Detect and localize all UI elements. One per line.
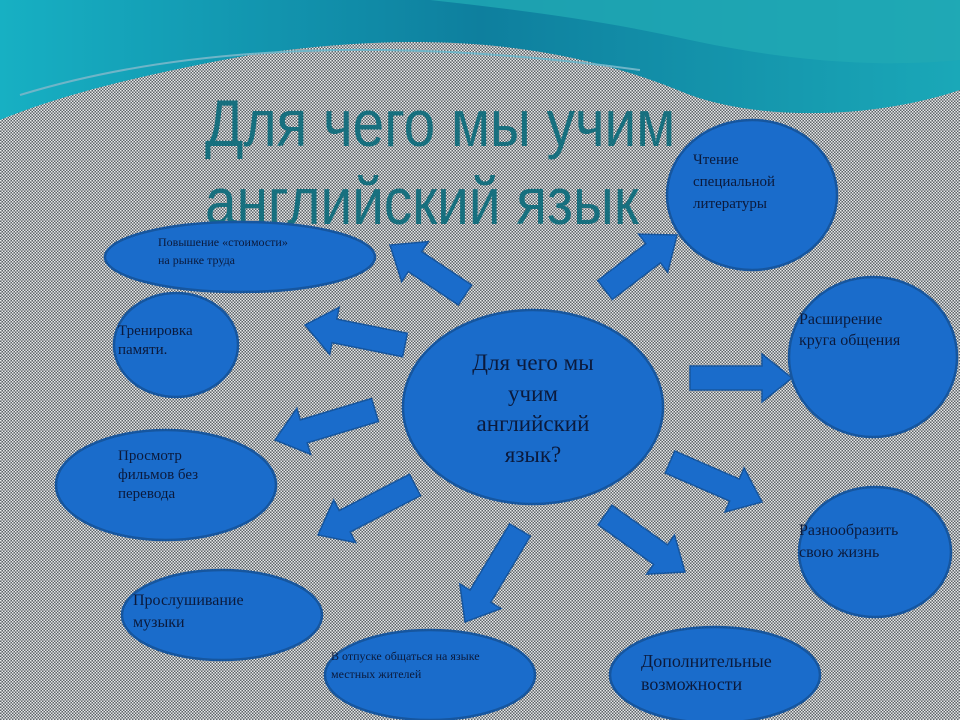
arrow-to-communication bbox=[689, 352, 794, 404]
label-line: Дополнительные bbox=[641, 651, 772, 671]
label-line: музыки bbox=[133, 614, 185, 632]
arrow-to-vacation bbox=[458, 522, 532, 624]
center-line: Для чего мы bbox=[472, 350, 594, 375]
node-music-label: Прослушивание музыки bbox=[133, 590, 244, 635]
center-label: Для чего мы учим английский язык? bbox=[448, 348, 618, 470]
label-line: возможности bbox=[641, 674, 743, 695]
arrow-to-reading bbox=[596, 233, 678, 301]
arrow-to-memory bbox=[303, 305, 409, 358]
node-music bbox=[120, 568, 324, 662]
label-line: специальной bbox=[693, 173, 776, 190]
node-memory-label: Тренировка памяти. bbox=[118, 322, 193, 360]
node-memory bbox=[112, 291, 240, 399]
label-line: Прослушивание bbox=[133, 592, 244, 609]
label-line: памяти. bbox=[118, 341, 168, 358]
node-opportunities bbox=[608, 625, 822, 720]
node-vacation-label: В отпуске общаться на языке местных жите… bbox=[331, 647, 480, 683]
label-line: Просмотр bbox=[118, 448, 182, 464]
node-diversify bbox=[797, 485, 953, 619]
node-reading-label: Чтение специальной литературы bbox=[693, 150, 775, 215]
node-vacation bbox=[323, 628, 537, 720]
center-line: учим bbox=[508, 380, 558, 406]
label-line: Чтение bbox=[693, 152, 739, 168]
center-line: язык? bbox=[504, 441, 562, 467]
label-line: фильмов без bbox=[118, 466, 199, 483]
node-communication-label: Расширение круга общения bbox=[799, 310, 900, 352]
node-reading bbox=[665, 118, 839, 272]
label-line: свою жизнь bbox=[799, 544, 880, 562]
node-diversify-label: Разнообразить свою жизнь bbox=[799, 520, 898, 565]
label-line: литературы bbox=[693, 195, 767, 212]
label-line: Повышение «стоимости» bbox=[158, 235, 288, 249]
arrow-to-opportunities bbox=[596, 504, 686, 575]
arrow-to-diversify bbox=[664, 450, 764, 514]
arrow-to-films bbox=[273, 397, 380, 456]
node-communication bbox=[787, 275, 959, 439]
node-films bbox=[54, 428, 278, 542]
label-line: местных жителей bbox=[331, 667, 422, 681]
slide-title-line1: Для чего мы учим bbox=[205, 86, 676, 160]
center-line: английский bbox=[476, 411, 590, 437]
arrow-to-music bbox=[316, 473, 422, 544]
center-node bbox=[401, 308, 665, 506]
label-line: В отпуске общаться на языке bbox=[331, 649, 480, 663]
label-line: перевода bbox=[118, 485, 176, 502]
label-line: Тренировка bbox=[118, 323, 193, 339]
node-opportunities-label: Дополнительные возможности bbox=[641, 650, 772, 697]
label-line: Расширение bbox=[799, 311, 883, 328]
arrow-to-salary bbox=[389, 240, 473, 307]
node-salary-label: Повышение «стоимости» на рынке труда bbox=[158, 233, 288, 269]
node-films-label: Просмотр фильмов без перевода bbox=[118, 447, 198, 503]
label-line: на рынке труда bbox=[158, 253, 235, 267]
node-salary bbox=[103, 220, 377, 294]
label-line: круга общения bbox=[799, 331, 901, 349]
label-line: Разнообразить bbox=[799, 522, 899, 539]
